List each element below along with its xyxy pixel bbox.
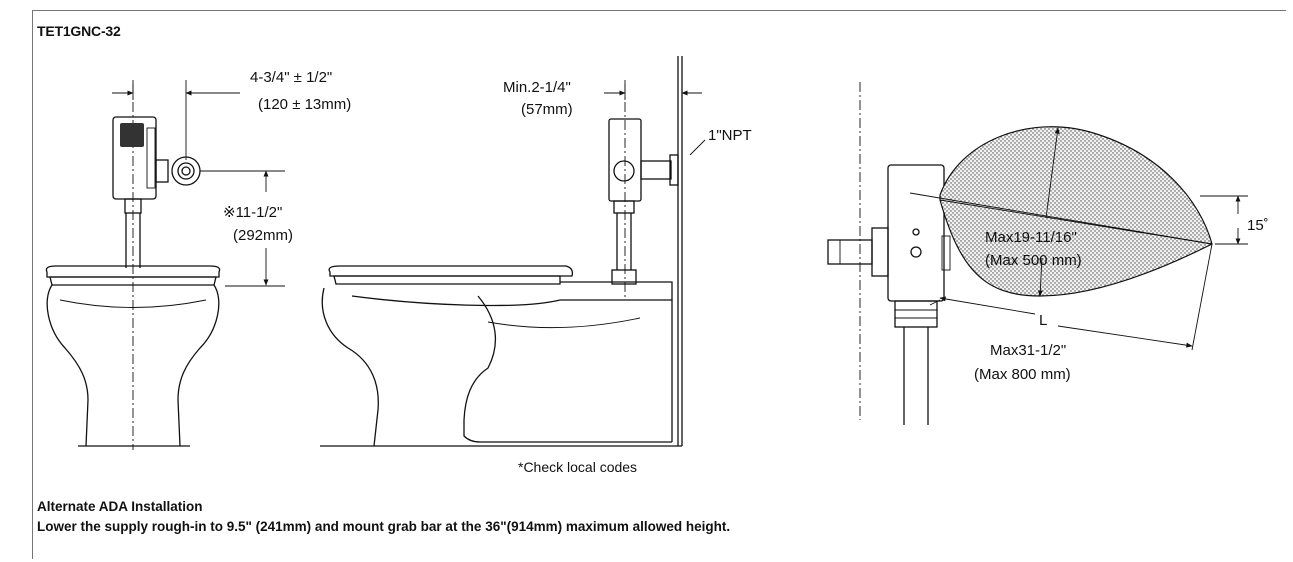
l-in-label: Max31-1/2"	[990, 342, 1066, 359]
offset-mm-label: (120 ± 13mm)	[258, 96, 351, 113]
npt-label: 1"NPT	[708, 127, 752, 144]
range-mm-label: (Max 500 mm)	[985, 252, 1082, 269]
height-mm-label: (292mm)	[233, 227, 293, 244]
range-in-label: Max19-11/16"	[985, 229, 1077, 246]
l-label: L	[1039, 312, 1047, 329]
ada-note-title: Alternate ADA Installation	[37, 499, 203, 514]
angle-label: 15˚	[1247, 217, 1269, 234]
range-sensor-body	[887, 164, 945, 302]
l-mm-label: (Max 800 mm)	[974, 366, 1071, 383]
height-in-label: ※11-1/2"	[223, 204, 282, 221]
sensor-range-view	[827, 82, 1248, 425]
offset-in-label: 4-3/4" ± 1/2"	[250, 69, 332, 86]
min-in-label: Min.2-1/4"	[503, 79, 571, 96]
model-number: TET1GNC-32	[37, 23, 121, 39]
front-view-toilet	[45, 80, 285, 450]
min-mm-label: (57mm)	[521, 101, 573, 118]
supply-stop	[640, 160, 672, 180]
detection-zone	[939, 126, 1213, 297]
sensor-window	[120, 123, 144, 147]
supply-pipe-stub	[827, 239, 873, 265]
check-codes-note: *Check local codes	[518, 459, 637, 475]
diagram-frame	[32, 10, 1286, 559]
ada-note-text: Lower the supply rough-in to 9.5" (241mm…	[37, 519, 731, 534]
supply-flange	[171, 156, 201, 186]
side-view-toilet	[320, 56, 706, 447]
